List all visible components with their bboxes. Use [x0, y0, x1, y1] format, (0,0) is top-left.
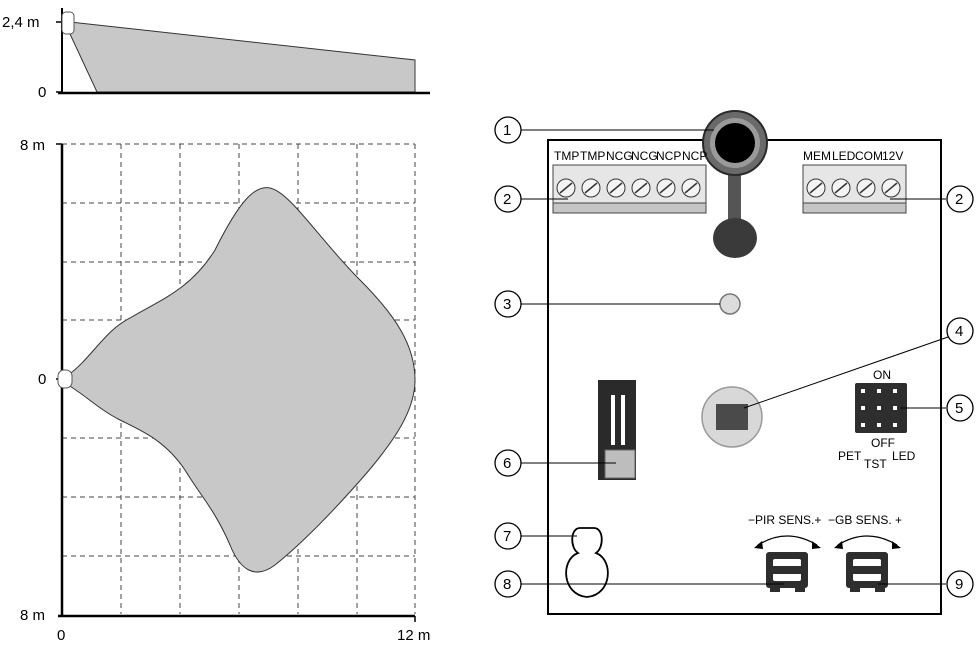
terminal-block-left: TMP TMP NCG NCG NCP NCP [552, 149, 707, 214]
jumper-tst-label: TST [864, 457, 887, 471]
callout-4: 4 [955, 323, 963, 340]
mounting-keyhole [565, 527, 609, 598]
terminal-label-ncg-2: NCG [631, 149, 658, 163]
callout-2-left: 2 [503, 191, 511, 208]
jumper-block: ON OFF PET TST LED [838, 368, 916, 471]
board-outline [547, 139, 942, 615]
top-x-end-label: 12 m [397, 627, 430, 644]
terminal-label-tmp-2: TMP [580, 149, 605, 163]
side-view: 2,4 m 0 [2, 8, 430, 101]
terminal-label-12v: 12V [882, 149, 903, 163]
terminal-label-ncp-1: NCP [656, 149, 681, 163]
terminal-label-com: COM [855, 149, 883, 163]
callout-3: 3 [503, 296, 511, 313]
terminal-label-tmp-1: TMP [554, 149, 579, 163]
callout-leaders [521, 129, 949, 585]
callout-2-right: 2 [955, 191, 963, 208]
top-sensor-icon [57, 369, 73, 389]
callout-7: 7 [503, 528, 511, 545]
tamper-switch [598, 380, 636, 480]
callout-5: 5 [955, 400, 963, 417]
top-y-mid-label: 0 [38, 371, 46, 388]
callout-8: 8 [503, 576, 511, 593]
side-coverage-area [69, 21, 416, 93]
pir-sensor [702, 110, 768, 258]
callout-9: 9 [955, 576, 963, 593]
top-y-bottom-label: 8 m [20, 607, 45, 624]
side-height-label: 2,4 m [2, 14, 40, 31]
callout-1: 1 [503, 122, 511, 139]
jumper-off-label: OFF [871, 436, 895, 450]
circuit-board: TMP TMP NCG NCG NCP NCP MEM LED COM 12V [494, 110, 974, 615]
pir-sens-label: −PIR SENS.+ [748, 513, 821, 527]
side-sensor-icon [61, 11, 75, 35]
terminal-block-right: MEM LED COM 12V [802, 149, 907, 214]
jumper-on-label: ON [873, 368, 891, 382]
microwave-module [701, 386, 763, 448]
led-indicator [719, 293, 741, 315]
terminal-label-mem: MEM [803, 149, 831, 163]
callout-6: 6 [503, 455, 511, 472]
terminal-label-ncg-1: NCG [606, 149, 633, 163]
terminal-label-led: LED [832, 149, 856, 163]
gb-sens-label: −GB SENS. + [828, 513, 902, 527]
side-ground-label: 0 [38, 84, 46, 101]
pir-sensitivity-pot: −PIR SENS.+ [748, 513, 821, 592]
top-x-start-label: 0 [57, 627, 65, 644]
jumper-pet-label: PET [838, 449, 862, 463]
top-y-top-label: 8 m [20, 137, 45, 154]
callout-markers [494, 116, 974, 598]
top-view: 8 m 0 8 m 0 12 m [20, 137, 430, 644]
top-coverage-area [67, 187, 416, 573]
jumper-led-label: LED [892, 449, 916, 463]
gb-sensitivity-pot: −GB SENS. + [828, 513, 902, 592]
terminal-label-ncp-2: NCP [682, 149, 707, 163]
